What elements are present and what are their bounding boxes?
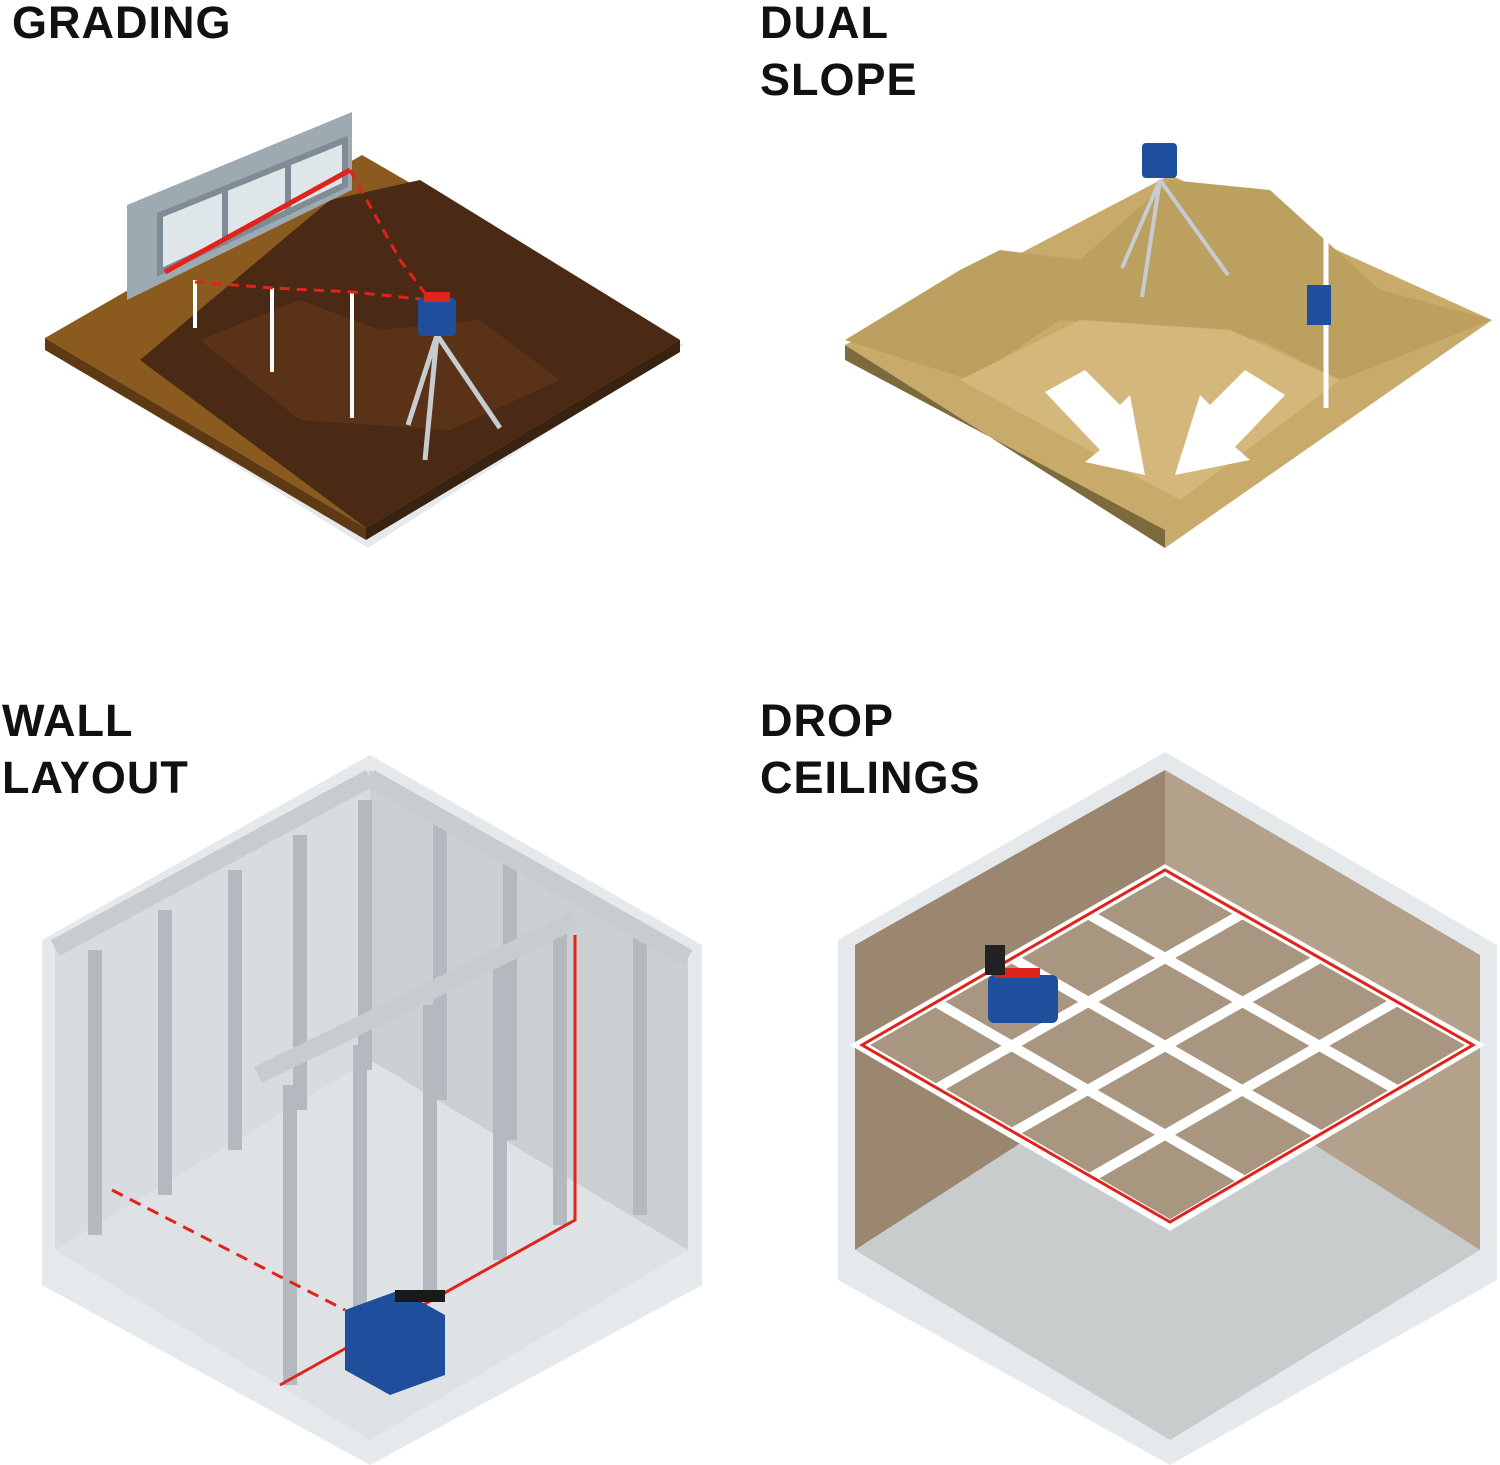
title-line: WALL (2, 695, 134, 746)
title-line: CEILINGS (760, 752, 981, 803)
laser-beams (194, 169, 432, 302)
ceiling-grid (849, 864, 1486, 1231)
wall-layout-illustration (42, 755, 702, 1465)
dual-slope-illustration (845, 143, 1492, 548)
title-line: GRADING (12, 0, 232, 48)
panel-title-drop-ceilings: DROP CEILINGS (760, 692, 981, 806)
panel-title-wall-layout: WALL LAYOUT (2, 692, 189, 806)
grade-stakes (193, 280, 354, 418)
panel-title-grading: GRADING (12, 0, 232, 51)
top-tracks (50, 770, 693, 1084)
title-line: LAYOUT (2, 752, 189, 803)
rotary-laser-tool (985, 945, 1058, 1023)
grading-illustration (42, 112, 684, 548)
title-line: DUAL (760, 0, 889, 48)
panel-title-dual-slope: DUAL SLOPE (760, 0, 918, 108)
rotary-laser-tool (345, 1290, 445, 1395)
drop-ceilings-illustration (838, 752, 1497, 1465)
tripod-laser (1120, 143, 1230, 298)
grade-rod-receiver (1307, 218, 1331, 408)
title-line: DROP (760, 695, 895, 746)
title-line: SLOPE (760, 54, 918, 105)
slope-arrows (1045, 370, 1285, 475)
tripod-laser (405, 292, 503, 461)
window-wall (127, 112, 352, 300)
